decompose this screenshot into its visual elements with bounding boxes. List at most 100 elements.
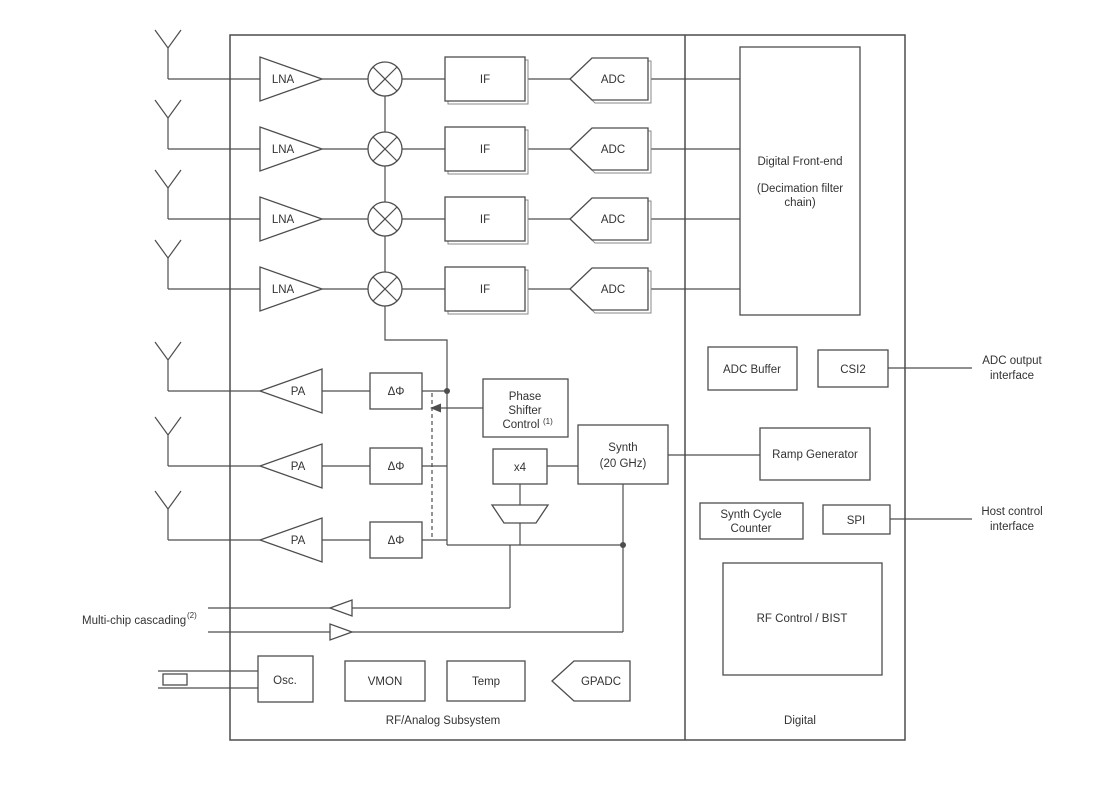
lna-amplifier: LNA — [259, 196, 324, 242]
lna-label: LNA — [272, 144, 295, 156]
temp-block: Temp — [446, 660, 526, 702]
phase-shifter-control-block: Phase Shifter Control (1) — [482, 378, 569, 438]
if-label: IF — [480, 74, 490, 86]
signal-wires — [158, 78, 972, 689]
rf-control-bist-block: RF Control / BIST — [722, 562, 883, 676]
if-label: IF — [480, 214, 490, 226]
mixer-icon — [367, 201, 403, 237]
host-control-line2: interface — [990, 521, 1034, 533]
chip-outline — [229, 34, 906, 741]
cascading-label: Multi-chip cascading (2) — [82, 611, 197, 627]
scc-line2: Counter — [731, 523, 772, 535]
osc-block: Osc. — [257, 655, 314, 703]
synth-cycle-counter-block: Synth Cycle Counter — [699, 502, 804, 540]
control-arrowhead-icon — [430, 403, 441, 413]
digital-section-label: Digital — [784, 715, 816, 727]
csi2-label: CSI2 — [840, 364, 866, 376]
mixer-icon — [367, 271, 403, 307]
adc-block: ADC — [569, 197, 652, 244]
adc-label: ADC — [601, 284, 625, 296]
psc-line1: Phase — [509, 391, 542, 403]
host-control-line1: Host control — [981, 506, 1042, 518]
adc-buffer-block: ADC Buffer — [707, 346, 798, 391]
spi-block: SPI — [822, 504, 891, 535]
gpadc-block: GPADC — [551, 660, 631, 702]
if-label: IF — [480, 284, 490, 296]
vmon-label: VMON — [368, 676, 403, 688]
adc-block: ADC — [569, 127, 652, 174]
rx-antenna-icon — [154, 29, 182, 79]
lna-amplifier: LNA — [259, 56, 324, 102]
adc-block: ADC — [569, 267, 652, 314]
multiplier-label: x4 — [514, 462, 527, 474]
cascading-superscript: (2) — [187, 611, 197, 620]
lna-label: LNA — [272, 214, 295, 226]
csi2-block: CSI2 — [817, 349, 889, 388]
synth-line2: (20 GHz) — [600, 458, 647, 470]
crystal-icon — [162, 673, 188, 686]
tx-antenna-icon — [154, 490, 182, 540]
rx-antenna-icon — [154, 239, 182, 289]
lna-label: LNA — [272, 284, 295, 296]
phase-shifter-block: ΔΦ — [369, 521, 423, 559]
digital-front-end-block: Digital Front-end (Decimation filter cha… — [739, 46, 861, 316]
pa-amplifier: PA — [258, 517, 323, 563]
psc-line2: Shifter — [508, 405, 541, 417]
pa-amplifier: PA — [258, 443, 323, 489]
cascade-in-buffer-icon — [329, 623, 354, 641]
psc-line3: Control — [502, 419, 539, 431]
psc-superscript: (1) — [543, 417, 553, 426]
mixer-icon — [367, 131, 403, 167]
if-block: IF — [444, 56, 529, 105]
rx-antenna-icon — [154, 169, 182, 219]
phase-shifter-label: ΔΦ — [388, 386, 405, 398]
chip-border — [229, 34, 906, 741]
host-control-interface-label: Host control interface — [981, 506, 1042, 533]
synth-line1: Synth — [608, 442, 637, 454]
phase-shifter-block: ΔΦ — [369, 447, 423, 485]
adc-output-line2: interface — [990, 370, 1034, 382]
adc-buffer-label: ADC Buffer — [723, 364, 781, 376]
pa-label: PA — [291, 386, 306, 398]
if-block: IF — [444, 126, 529, 175]
ramp-generator-block: Ramp Generator — [759, 427, 871, 481]
dfe-line2: (Decimation filter — [757, 183, 843, 195]
lna-amplifier: LNA — [259, 126, 324, 172]
scc-line1: Synth Cycle — [720, 509, 781, 521]
adc-output-line1: ADC output — [982, 355, 1042, 367]
multiplier-block: x4 — [492, 448, 548, 485]
ramp-generator-label: Ramp Generator — [772, 449, 858, 461]
adc-output-interface-label: ADC output interface — [982, 355, 1042, 382]
phase-shifter-label: ΔΦ — [388, 461, 405, 473]
junction-dot — [444, 388, 450, 394]
lna-amplifier: LNA — [259, 266, 324, 312]
cascade-out-buffer-icon — [328, 599, 353, 617]
lo-mux-icon — [490, 504, 550, 524]
adc-label: ADC — [601, 214, 625, 226]
osc-label: Osc. — [273, 675, 297, 687]
rf-control-bist-label: RF Control / BIST — [757, 613, 848, 625]
junction-dot — [620, 542, 626, 548]
temp-label: Temp — [472, 676, 500, 688]
adc-label: ADC — [601, 74, 625, 86]
phase-shifter-block: ΔΦ — [369, 372, 423, 410]
synth-block: Synth (20 GHz) — [577, 424, 669, 485]
rf-section-label: RF/Analog Subsystem — [386, 715, 500, 727]
pa-label: PA — [291, 535, 306, 547]
adc-label: ADC — [601, 144, 625, 156]
spi-label: SPI — [847, 515, 866, 527]
tx-antenna-icon — [154, 416, 182, 466]
gpadc-label: GPADC — [581, 676, 621, 688]
dfe-line3: chain) — [784, 197, 815, 209]
tx-antenna-icon — [154, 341, 182, 391]
lna-label: LNA — [272, 74, 295, 86]
pa-label: PA — [291, 461, 306, 473]
mixer-icon — [367, 61, 403, 97]
phase-shifter-label: ΔΦ — [388, 535, 405, 547]
dfe-line1: Digital Front-end — [757, 156, 842, 168]
rx-antenna-icon — [154, 99, 182, 149]
cascading-text: Multi-chip cascading — [82, 615, 186, 627]
if-block: IF — [444, 196, 529, 245]
adc-block: ADC — [569, 57, 652, 104]
